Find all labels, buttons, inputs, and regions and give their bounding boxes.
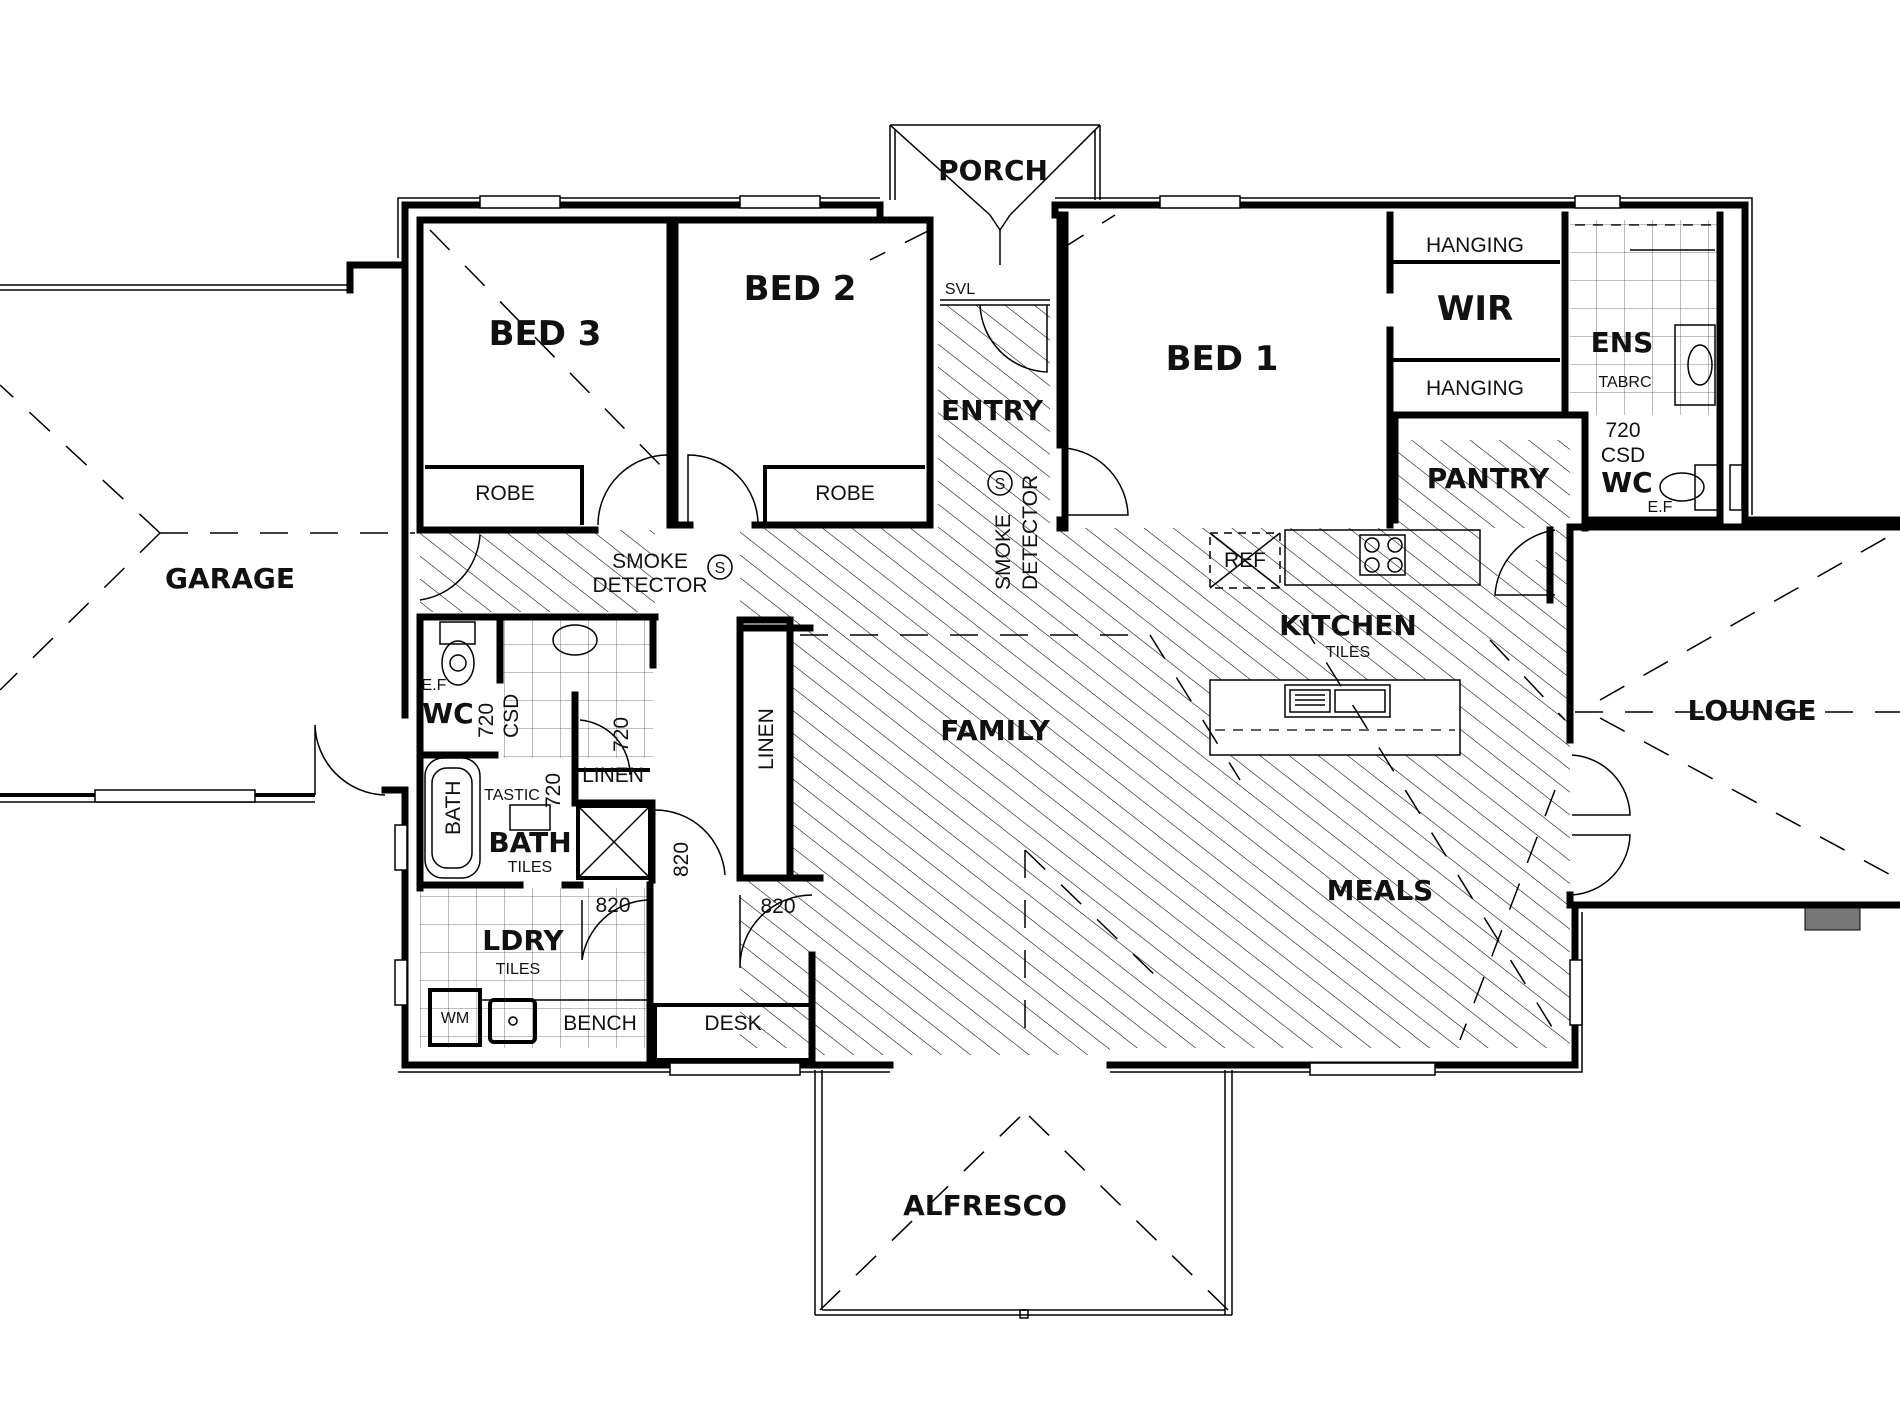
smoke-detector-symbol: S: [715, 560, 726, 577]
room-label-porch: PORCH: [938, 154, 1048, 187]
room-label-bed1: BED 1: [1166, 339, 1279, 379]
family-meals: [653, 616, 1566, 1064]
label-linen-hall: LINEN: [755, 708, 778, 770]
label-kitchen-tiles: TILES: [1326, 644, 1370, 661]
room-label-ens: ENS: [1591, 326, 1654, 359]
room-label-bed2: BED 2: [744, 269, 857, 309]
label-smoke-1a: SMOKE: [612, 550, 688, 573]
label-wc-door: 720: [475, 703, 498, 738]
smoke-detector-symbol: S: [995, 476, 1006, 493]
label-smoke-2a: SMOKE: [992, 514, 1015, 590]
label-smoke-1b: DETECTOR: [592, 574, 707, 597]
room-label-ldry: LDRY: [482, 924, 564, 957]
kitchen: [1209, 416, 1556, 756]
room-label-meals: MEALS: [1327, 874, 1434, 907]
room-labels: PORCH BED 3 BED 2 BED 1 WIR ENS ENTRY GA…: [165, 154, 1816, 1222]
smoke-detector-icon: [987, 470, 1013, 496]
fixture-labels: HANGING HANGING ROBE ROBE SVL TABRC 720 …: [422, 234, 1673, 1035]
smoke-detector-icon: [707, 554, 733, 580]
label-wm: WM: [441, 1010, 469, 1027]
label-bath-tiles: TILES: [508, 859, 552, 876]
bedroom-master: [1056, 211, 1724, 532]
room-label-kitchen: KITCHEN: [1279, 609, 1417, 642]
label-ens-csd: CSD: [1601, 444, 1645, 467]
lounge: [1566, 523, 1900, 896]
alfresco: [814, 1070, 1233, 1319]
label-desk: DESK: [704, 1012, 761, 1035]
label-ens-ef: E.F: [1648, 499, 1673, 516]
label-linen-door: 720: [610, 717, 633, 752]
label-smoke-2b: DETECTOR: [1019, 475, 1042, 590]
garage: [0, 261, 415, 803]
label-wc-ef: E.F: [422, 677, 447, 694]
label-bath-door: 720: [542, 773, 565, 808]
room-label-alfresco: ALFRESCO: [903, 1189, 1067, 1222]
label-ens-door: 720: [1605, 419, 1640, 442]
label-ldry-tiles: TILES: [496, 961, 540, 978]
room-label-bed3: BED 3: [489, 314, 602, 354]
room-label-wc: WC: [422, 697, 473, 730]
room-label-bath: BATH: [488, 826, 571, 859]
label-svl: SVL: [945, 281, 975, 298]
label-linen-cupboard: LINEN: [582, 764, 644, 787]
label-bath-tub: BATH: [442, 781, 465, 835]
room-label-garage: GARAGE: [165, 562, 295, 595]
room-label-family: FAMILY: [940, 714, 1050, 747]
label-robe-bed2: ROBE: [815, 482, 875, 505]
label-ldry-door: 820: [595, 894, 630, 917]
room-label-lounge: LOUNGE: [1688, 694, 1817, 727]
label-bath-tastic: TASTIC: [484, 787, 540, 804]
label-ref: REF: [1224, 549, 1266, 572]
label-robe-bed3: ROBE: [475, 482, 535, 505]
room-label-entry: ENTRY: [941, 394, 1044, 427]
label-wc-csd: CSD: [500, 694, 523, 738]
outer-walls: [346, 195, 1900, 1076]
room-label-wc-ens: WC: [1601, 466, 1652, 499]
room-label-wir: WIR: [1437, 289, 1513, 329]
porch: [876, 124, 1101, 373]
bedrooms-left: [416, 216, 934, 534]
label-tabrc: TABRC: [1598, 374, 1651, 391]
label-hall-door: 820: [760, 895, 795, 918]
label-bath-door2: 820: [670, 842, 693, 877]
wet-areas: [416, 534, 726, 1064]
label-bench: BENCH: [563, 1012, 637, 1035]
room-label-pantry: PANTRY: [1427, 462, 1550, 495]
label-hanging-bottom: HANGING: [1426, 377, 1524, 400]
hatched-living-area: [420, 305, 1570, 1055]
label-hanging-top: HANGING: [1426, 234, 1524, 257]
